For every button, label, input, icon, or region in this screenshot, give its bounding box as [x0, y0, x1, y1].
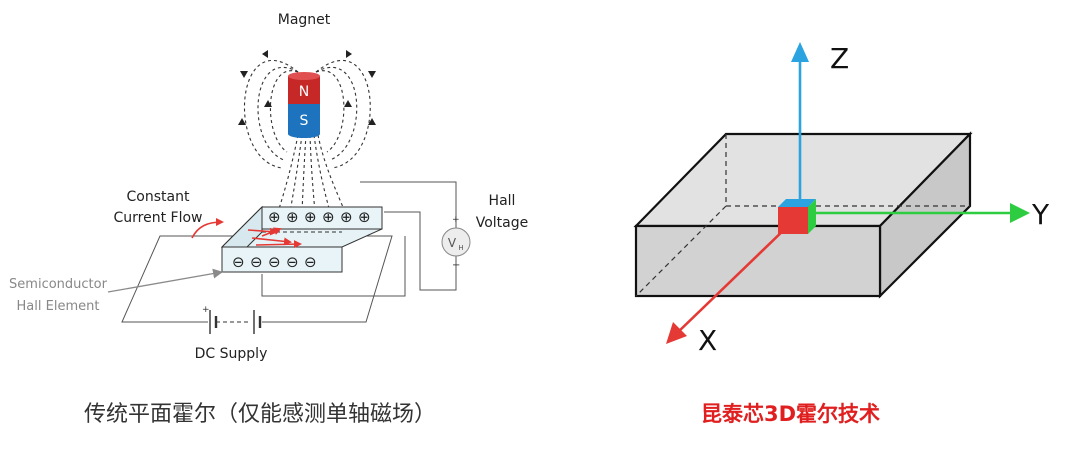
- kunteng-3d-hall-diagram: Z Y X: [633, 42, 1050, 357]
- voltmeter-plus: +: [452, 215, 460, 225]
- current-label-line2: Current Flow: [114, 210, 203, 226]
- field-arrowheads: [238, 50, 376, 125]
- magnet-south-pole: [288, 104, 320, 134]
- charge-plus: ⊕: [304, 208, 317, 226]
- hall-voltage-label-line2: Voltage: [476, 215, 529, 231]
- magnet: N S: [288, 72, 320, 138]
- voltmeter-subscript: H: [458, 244, 463, 252]
- south-label: S: [300, 113, 309, 129]
- magnet-label: Magnet: [278, 12, 331, 28]
- charge-plus: ⊕: [358, 208, 371, 226]
- axis-x: [666, 225, 789, 344]
- positive-charges: ⊕ ⊕ ⊕ ⊕ ⊕ ⊕: [268, 208, 371, 226]
- 3d-hall-caption: 昆泰芯3D霍尔技术: [701, 402, 881, 426]
- charge-plus: ⊕: [340, 208, 353, 226]
- negative-charges: ⊖ ⊖ ⊖ ⊖ ⊖: [232, 253, 317, 271]
- charge-plus: ⊕: [268, 208, 281, 226]
- charge-minus: ⊖: [286, 253, 299, 271]
- axis-x-label: X: [698, 324, 717, 357]
- hall-voltage-label-line1: Hall: [489, 193, 516, 209]
- charge-minus: ⊖: [250, 253, 263, 271]
- north-label: N: [299, 84, 309, 100]
- current-label-line1: Constant: [127, 189, 190, 205]
- dc-battery: [209, 310, 262, 334]
- dc-supply-label: DC Supply: [195, 346, 268, 362]
- voltmeter-symbol: V: [448, 236, 457, 250]
- charge-plus: ⊕: [286, 208, 299, 226]
- axis-y-label: Y: [1031, 198, 1050, 231]
- charge-plus: ⊕: [322, 208, 335, 226]
- circuit-wires: [121, 181, 457, 323]
- charge-minus: ⊖: [304, 253, 317, 271]
- magnet-north-pole: [288, 76, 320, 104]
- voltmeter-minus: −: [452, 260, 460, 271]
- traditional-hall-diagram: N S Magnet ⊕ ⊕ ⊕ ⊕ ⊕ ⊕: [9, 12, 528, 362]
- axis-z-label: Z: [830, 42, 849, 75]
- field-lines: [244, 60, 371, 213]
- current-arrows: [191, 218, 302, 249]
- hall-plate: [220, 205, 383, 274]
- charge-minus: ⊖: [232, 253, 245, 271]
- element-label-line1: Semiconductor: [9, 277, 108, 292]
- battery-plus: +: [202, 305, 210, 315]
- charge-minus: ⊖: [268, 253, 281, 271]
- voltmeter: V H + −: [441, 215, 471, 271]
- axis-z: [791, 42, 809, 208]
- element-label-line2: Hall Element: [17, 299, 100, 314]
- sensor-cube: [778, 199, 816, 234]
- element-pointer-arrow: [107, 268, 223, 293]
- traditional-hall-caption: 传统平面霍尔（仅能感测单轴磁场）: [84, 402, 437, 427]
- axis-y: [816, 203, 1030, 223]
